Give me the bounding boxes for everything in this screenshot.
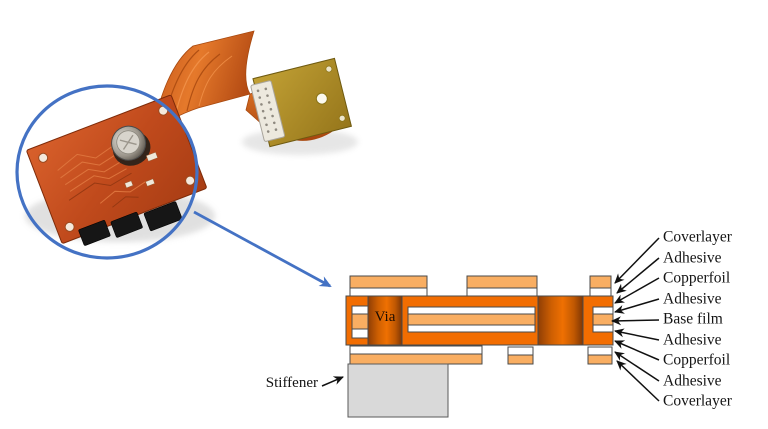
layer-label-adhesive-3: Adhesive (663, 330, 722, 348)
arrow-stiffener (321, 376, 344, 387)
arrow-adhesive-1 (616, 257, 660, 294)
layer-label-copperfoil-top: Copperfoil (663, 269, 731, 287)
pcb-photo-illustration (15, 30, 358, 288)
base-film-slots (351, 305, 614, 339)
layer-label-coverlayer-bottom: Coverlayer (663, 392, 732, 410)
mounting-hole (315, 92, 328, 105)
layer-label-adhesive-2: Adhesive (663, 289, 722, 307)
callout-arrow (193, 210, 332, 288)
via-label: Via (374, 309, 396, 325)
adhesive-top-segments (349, 287, 612, 297)
layer-label-adhesive-4: Adhesive (663, 371, 722, 389)
cross-section-diagram (345, 275, 614, 418)
layer-label-coverlayer-top: Coverlayer (663, 228, 732, 246)
arrow-adhesive-2 (614, 298, 660, 314)
layer-annotation-arrows (321, 237, 660, 402)
connector-pins (256, 87, 278, 133)
arrow-coverlayer-top (614, 237, 660, 284)
capacitor-component (111, 125, 151, 166)
via-barrels (367, 295, 584, 346)
arrow-coverlayer-bottom (616, 360, 660, 402)
arrow-copperfoil-top (614, 277, 660, 304)
stiffener-label: Stiffener (265, 375, 318, 391)
coverlayer-bottom-segments (349, 353, 613, 365)
smd-components (124, 151, 159, 189)
arrow-adhesive-3 (614, 328, 660, 341)
copper-traces (57, 143, 146, 204)
layer-label-base-film: Base film (663, 310, 723, 328)
arrow-adhesive-4 (614, 351, 660, 382)
via-left (367, 295, 403, 346)
main-rigid-board (26, 94, 207, 246)
layer-label-adhesive-1: Adhesive (663, 248, 722, 266)
layer-label-copperfoil-bottom: Copperfoil (663, 351, 731, 369)
arrow-base-film (611, 316, 660, 326)
via-right (537, 295, 584, 346)
black-connectors (78, 201, 183, 246)
arrow-copperfoil-bottom (614, 340, 660, 361)
stiffener-block (347, 363, 449, 418)
coverlayer-top-segments (349, 275, 612, 289)
white-connector (250, 80, 286, 142)
callout-circle (15, 84, 199, 260)
gold-breakout-board (250, 57, 353, 148)
